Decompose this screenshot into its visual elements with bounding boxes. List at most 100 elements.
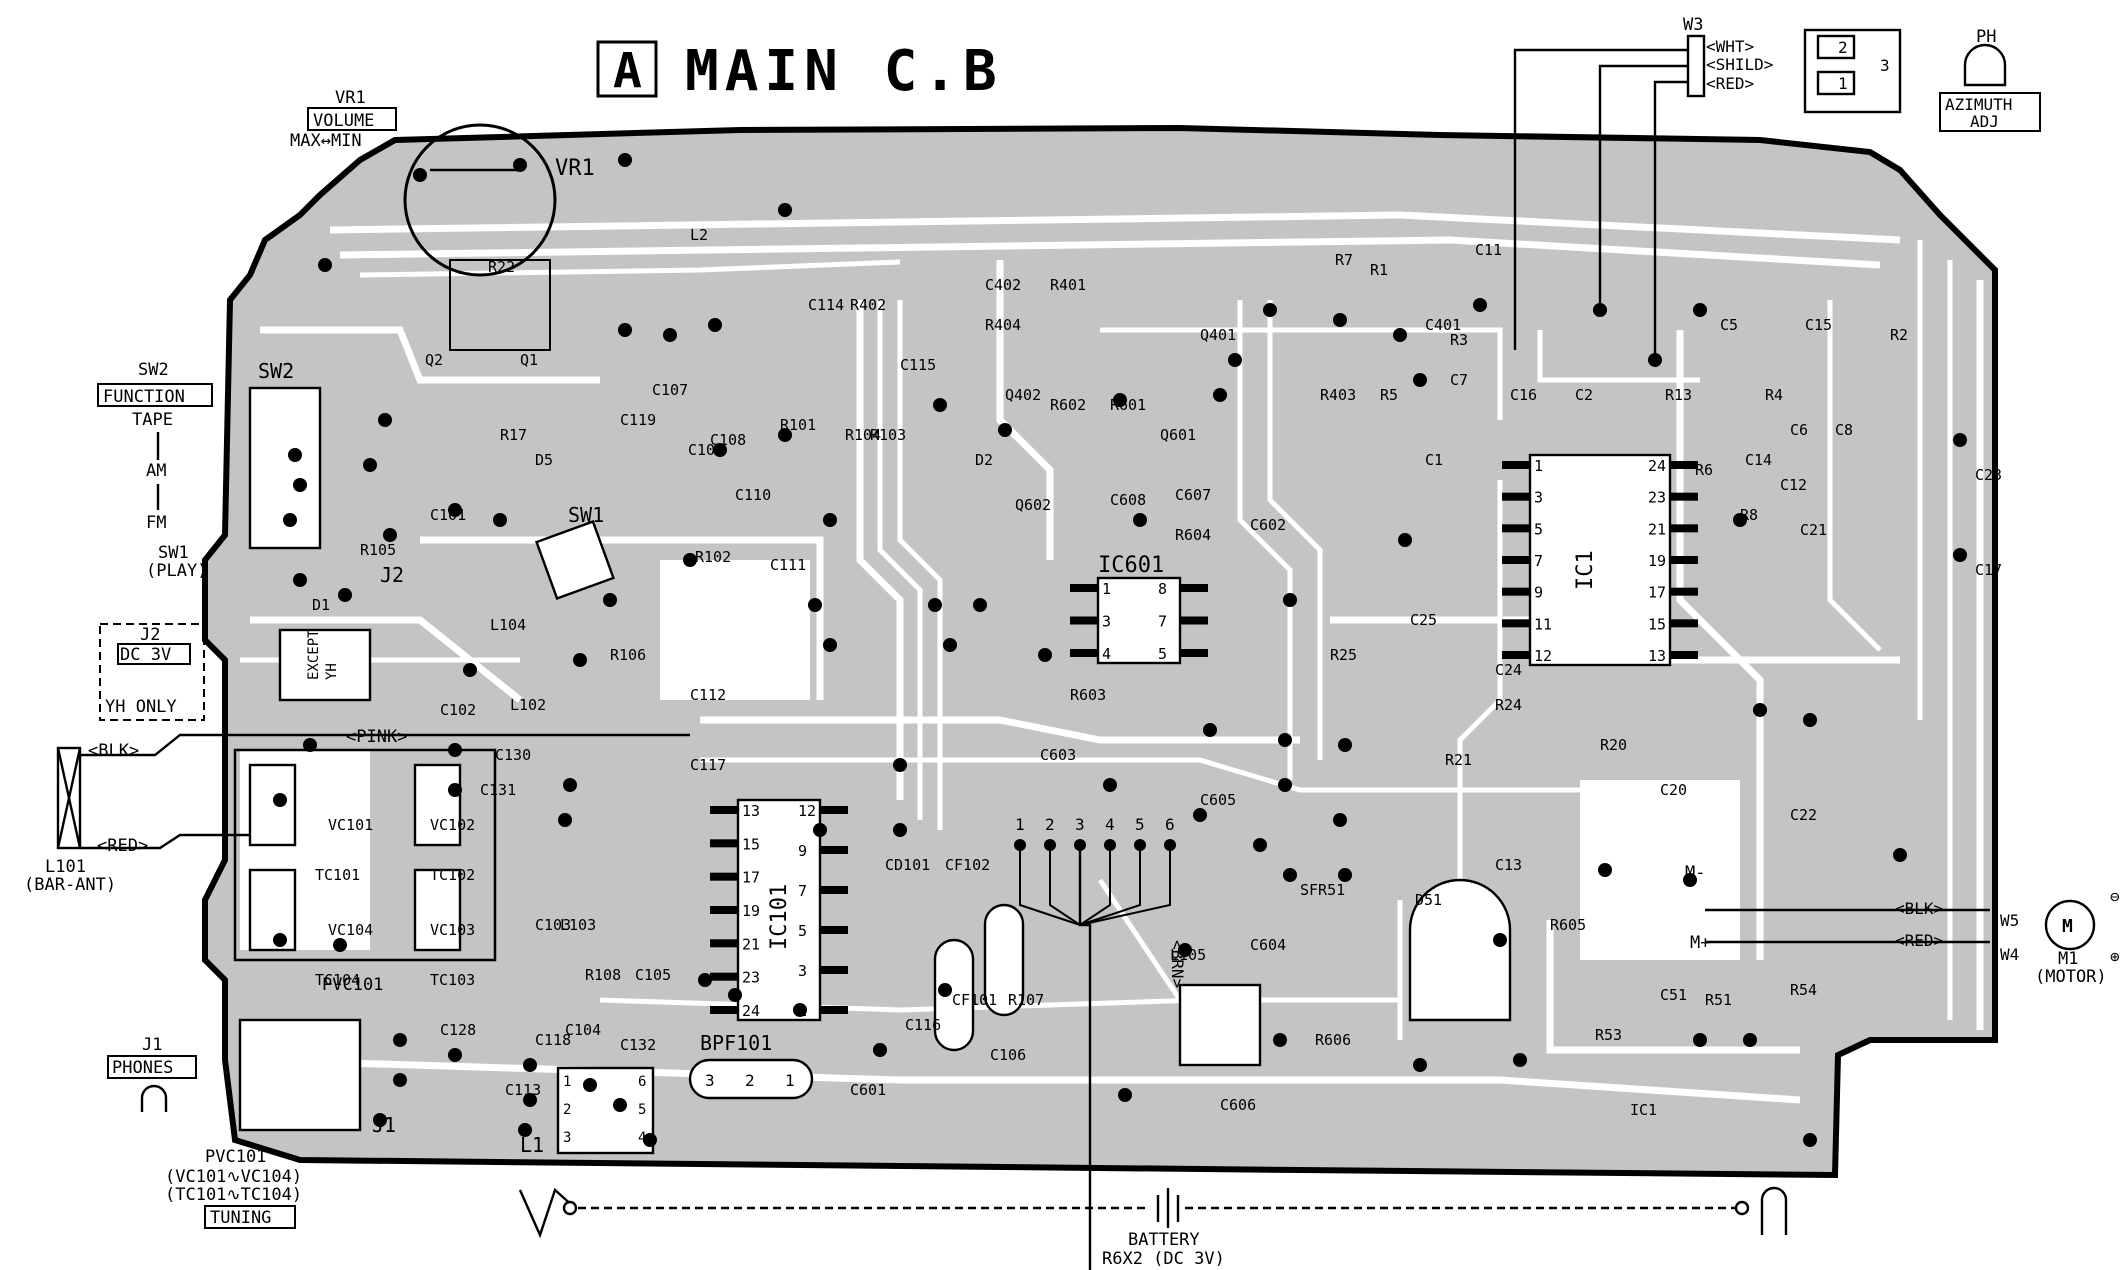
ic101-pin-number: 12 bbox=[798, 802, 816, 820]
ph-name: AZIMUTH bbox=[1945, 95, 2012, 114]
vr1-board-label: VR1 bbox=[555, 156, 595, 181]
solder-pad bbox=[643, 1133, 657, 1147]
component-label: C401 bbox=[1425, 316, 1461, 334]
solder-pad bbox=[333, 938, 347, 952]
connector-wire bbox=[1078, 850, 1092, 1270]
component-label: R403 bbox=[1320, 386, 1356, 404]
j2-box bbox=[99, 623, 205, 721]
component-label: IC1 bbox=[1630, 1101, 1657, 1119]
solder-pad bbox=[1413, 373, 1427, 387]
ic101-pin-number: 23 bbox=[742, 969, 760, 987]
antenna-ref: L101 bbox=[45, 857, 86, 877]
component-label: Q602 bbox=[1015, 496, 1051, 514]
motor-blk: <BLK> bbox=[1895, 899, 1943, 918]
connector-lead bbox=[1019, 845, 1081, 926]
l1-ref: L1 bbox=[520, 1133, 544, 1157]
component-label: R1 bbox=[1370, 261, 1388, 279]
w3-wires bbox=[1513, 48, 1688, 360]
component-label: C602 bbox=[1250, 516, 1286, 534]
ic1-pin bbox=[1670, 556, 1698, 564]
motor-minus-terminal: ⊖ bbox=[2110, 887, 2120, 906]
solder-pad bbox=[808, 598, 822, 612]
connector-lead bbox=[1079, 845, 1171, 926]
solder-pad bbox=[373, 1113, 387, 1127]
solder-pad bbox=[1273, 1033, 1287, 1047]
l1-pin-r2: 5 bbox=[638, 1102, 646, 1118]
antenna-wire-blk bbox=[80, 733, 250, 757]
component-label: R402 bbox=[850, 296, 886, 314]
component-label: R24 bbox=[1495, 696, 1522, 714]
ic1-pin bbox=[1502, 524, 1530, 533]
component-label: C1 bbox=[1425, 451, 1443, 469]
solder-pad bbox=[973, 598, 987, 612]
j2-jack bbox=[278, 628, 372, 702]
component-label: C128 bbox=[440, 1021, 476, 1039]
component-label: R3 bbox=[1450, 331, 1468, 349]
motor-red: <RED> bbox=[1895, 931, 1943, 950]
solder-pad bbox=[558, 813, 572, 827]
solder-pad bbox=[1953, 548, 1967, 562]
solder-pad bbox=[873, 1043, 887, 1057]
solder-pad bbox=[728, 988, 742, 1002]
ic1-pin bbox=[1502, 556, 1530, 564]
battery-spring-left bbox=[518, 1187, 576, 1239]
bpf-pin-2: 2 bbox=[745, 1071, 755, 1090]
connector-lead bbox=[1079, 845, 1111, 926]
sw2-board-label: SW2 bbox=[258, 359, 294, 383]
component-label: C107 bbox=[652, 381, 688, 399]
battery-spec: R6X2 (DC 3V) bbox=[1102, 1249, 1225, 1269]
bar-antenna-cross bbox=[56, 747, 82, 849]
solder-pad bbox=[1103, 778, 1117, 792]
solder-pad bbox=[1753, 703, 1767, 717]
motor-icon bbox=[2044, 899, 2096, 951]
solder-pad bbox=[463, 663, 477, 677]
component-label: C25 bbox=[1410, 611, 1437, 629]
ic101-pin-number: 13 bbox=[742, 802, 760, 820]
ic101-pin-number: 15 bbox=[742, 835, 760, 853]
solder-pad bbox=[448, 783, 462, 797]
sw1-ref: SW1 bbox=[158, 543, 189, 563]
solder-pad bbox=[378, 413, 392, 427]
solder-pad bbox=[613, 1098, 627, 1112]
ic1-pin-number: 7 bbox=[1534, 552, 1543, 570]
component-label: R7 bbox=[1335, 251, 1353, 269]
component-label: C601 bbox=[850, 1081, 886, 1099]
component-label: C118 bbox=[535, 1031, 571, 1049]
component-label: C22 bbox=[1790, 806, 1817, 824]
ic-pad-area bbox=[660, 560, 810, 700]
ic601-pin bbox=[1180, 584, 1208, 592]
component-label: R104 bbox=[845, 426, 881, 444]
cf102 bbox=[933, 938, 975, 1052]
solder-pad bbox=[1493, 933, 1507, 947]
ic601-body bbox=[1096, 576, 1182, 665]
solder-pad bbox=[1648, 353, 1662, 367]
solder-pad bbox=[273, 793, 287, 807]
connector-pin-number: 2 bbox=[1045, 815, 1055, 834]
component-label: C608 bbox=[1110, 491, 1146, 509]
ic101-pin bbox=[710, 1006, 738, 1014]
component-label: R606 bbox=[1315, 1031, 1351, 1049]
ph-name-box bbox=[1939, 92, 2041, 132]
sw2-name: FUNCTION bbox=[103, 387, 185, 407]
component-label: VC103 bbox=[430, 921, 475, 939]
component-label: R602 bbox=[1050, 396, 1086, 414]
ic101-pin-number: 24 bbox=[742, 1002, 760, 1020]
l1-pin-l2: 2 bbox=[563, 1102, 571, 1118]
component-label: R4 bbox=[1765, 386, 1783, 404]
ph-pin-2-box bbox=[1816, 34, 1856, 60]
ic101-pins: 131517192123241297531 bbox=[710, 802, 848, 1020]
motor-name: (MOTOR) bbox=[2035, 967, 2107, 987]
solder-pad bbox=[563, 778, 577, 792]
solder-pad bbox=[448, 503, 462, 517]
bpf-pin-1: 1 bbox=[785, 1071, 795, 1090]
solder-pad bbox=[793, 1003, 807, 1017]
motor-ref: M1 bbox=[2058, 949, 2078, 969]
vc102 bbox=[413, 763, 462, 847]
connector-pin-number: 4 bbox=[1105, 815, 1115, 834]
connector-lead bbox=[1049, 845, 1081, 926]
component-label: R51 bbox=[1705, 991, 1732, 1009]
component-label: C23 bbox=[1975, 466, 2002, 484]
solder-pad bbox=[513, 158, 527, 172]
pvc-name: TUNING bbox=[210, 1208, 271, 1228]
ic101-pin bbox=[820, 966, 848, 974]
